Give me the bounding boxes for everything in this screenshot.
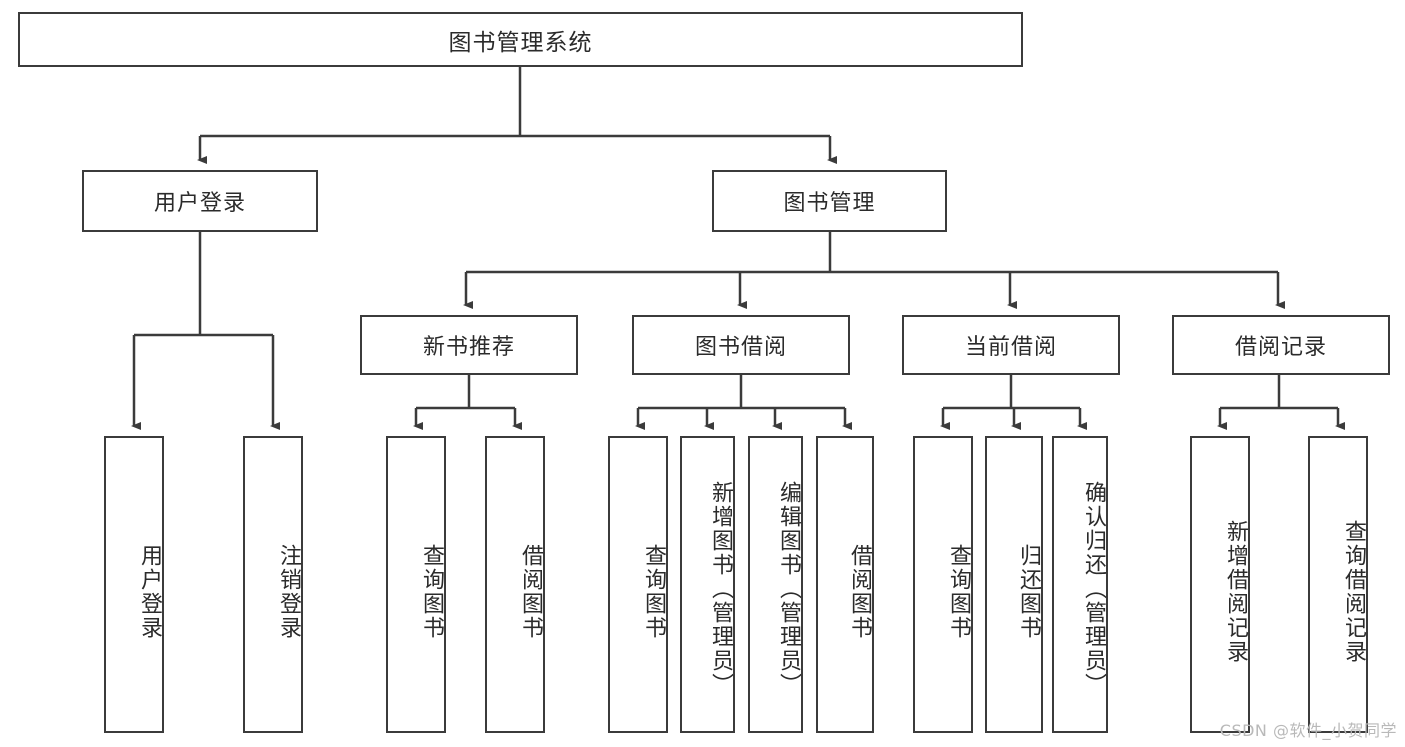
node-label: 确认归还（管理员） xyxy=(1081,480,1106,697)
node-root-system[interactable]: 图书管理系统 xyxy=(18,12,1023,67)
watermark: CSDN @软件_小贺同学 xyxy=(1219,721,1397,740)
leaf-user-login[interactable]: 用户登录 xyxy=(104,436,164,733)
node-new-book-recommend[interactable]: 新书推荐 xyxy=(360,315,578,375)
edges-newbook-to-leaves xyxy=(413,375,522,430)
leaf-query-book-current[interactable]: 查询图书 xyxy=(913,436,973,733)
node-label: 注销登录 xyxy=(276,543,301,640)
leaf-borrow-book-newbook[interactable]: 借阅图书 xyxy=(485,436,545,733)
node-label: 查询图书 xyxy=(419,543,444,640)
node-label: 新增借阅记录 xyxy=(1223,519,1248,664)
leaf-edit-book-admin[interactable]: 编辑图书（管理员） xyxy=(748,436,803,733)
node-user-login[interactable]: 用户登录 xyxy=(82,170,318,232)
node-label: 新增图书（管理员） xyxy=(708,480,733,697)
leaf-add-book-admin[interactable]: 新增图书（管理员） xyxy=(680,436,735,733)
leaf-return-book[interactable]: 归还图书 xyxy=(985,436,1043,733)
leaf-query-borrow-record[interactable]: 查询借阅记录 xyxy=(1308,436,1368,733)
node-label: 查询图书 xyxy=(641,543,666,640)
node-label: 用户登录 xyxy=(137,543,162,640)
leaf-query-book-borrow[interactable]: 查询图书 xyxy=(608,436,668,733)
node-label: 借阅记录 xyxy=(1234,335,1327,360)
node-label: 查询图书 xyxy=(946,543,971,640)
node-label: 图书借阅 xyxy=(694,335,787,360)
edges-borrow-to-leaves xyxy=(635,375,852,430)
node-label: 借阅图书 xyxy=(518,543,543,640)
leaf-borrow-book[interactable]: 借阅图书 xyxy=(816,436,874,733)
node-book-borrow[interactable]: 图书借阅 xyxy=(632,315,850,375)
node-label: 新书推荐 xyxy=(422,335,515,360)
leaf-logout[interactable]: 注销登录 xyxy=(243,436,303,733)
edges-userlogin-to-leaves xyxy=(131,232,280,430)
edges-bookmgmt-to-level2 xyxy=(463,232,1285,309)
leaf-add-borrow-record[interactable]: 新增借阅记录 xyxy=(1190,436,1250,733)
edges-root-to-level1 xyxy=(197,67,837,164)
leaf-query-book-newbook[interactable]: 查询图书 xyxy=(386,436,446,733)
node-borrow-records[interactable]: 借阅记录 xyxy=(1172,315,1390,375)
edges-current-to-leaves xyxy=(940,375,1087,430)
node-label: 当前借阅 xyxy=(964,335,1057,360)
node-book-management[interactable]: 图书管理 xyxy=(712,170,947,232)
node-label: 编辑图书（管理员） xyxy=(776,480,801,697)
node-current-borrow[interactable]: 当前借阅 xyxy=(902,315,1120,375)
node-label: 图书管理系统 xyxy=(448,29,593,56)
node-label: 图书管理 xyxy=(783,191,876,216)
node-label: 归还图书 xyxy=(1016,543,1041,640)
node-label: 借阅图书 xyxy=(847,543,872,640)
node-label: 用户登录 xyxy=(153,191,246,216)
edges-records-to-leaves xyxy=(1217,375,1345,430)
leaf-confirm-return-admin[interactable]: 确认归还（管理员） xyxy=(1052,436,1108,733)
node-label: 查询借阅记录 xyxy=(1341,519,1366,664)
